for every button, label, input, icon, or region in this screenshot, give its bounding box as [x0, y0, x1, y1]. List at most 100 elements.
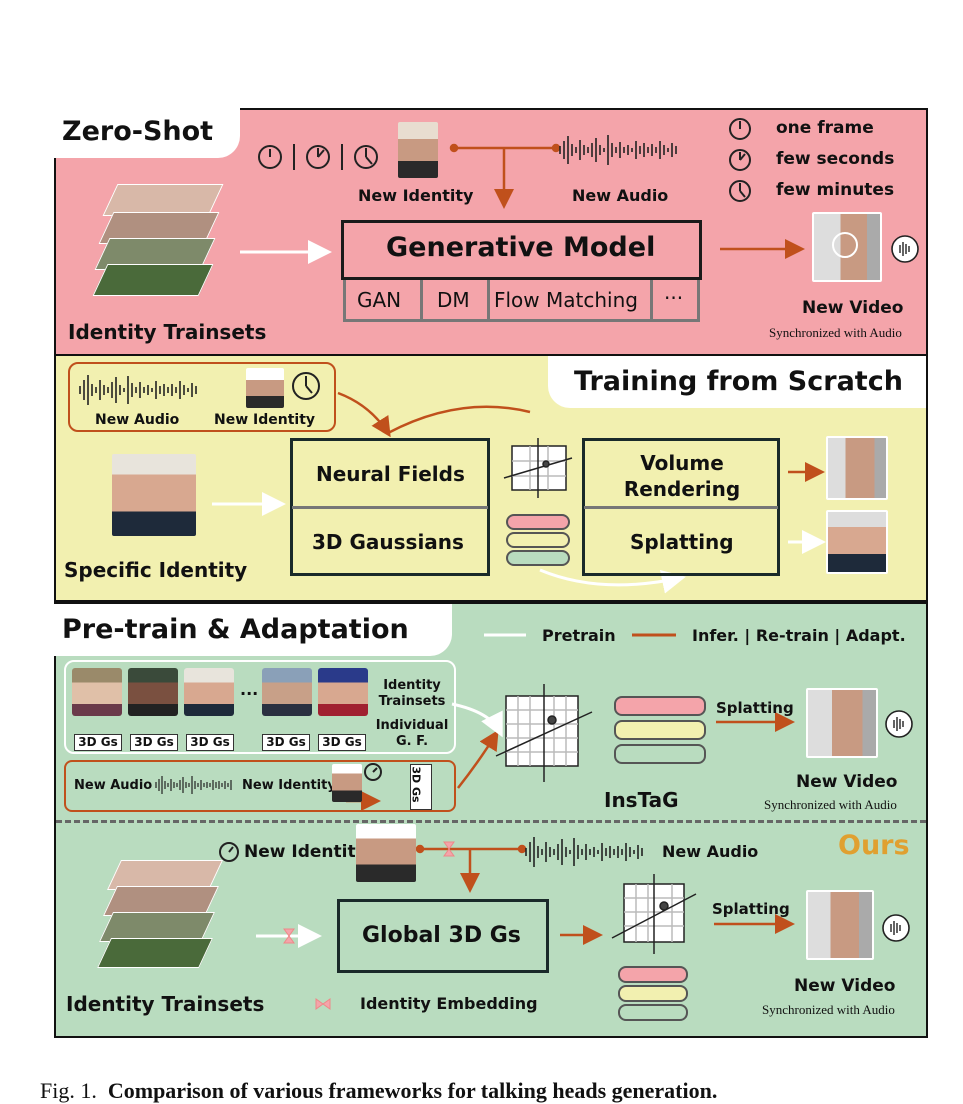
pretrain-tab	[54, 604, 452, 656]
pt-sync-label: Synchronized with Audio	[764, 797, 897, 812]
zs-new-audio-label: New Audio	[572, 186, 669, 205]
pt-gs-vertical: 3D Gs	[409, 766, 423, 803]
legend-pretrain: Pretrain	[542, 626, 616, 645]
pt-ellipsis: ···	[240, 684, 259, 703]
caption-text: Comparison of various frameworks for tal…	[107, 1078, 718, 1103]
bar-green-pt	[614, 744, 706, 764]
training-tab	[548, 356, 926, 408]
zero-shot-title: Zero-Shot	[62, 116, 214, 147]
gs-label-1: 3D Gs	[74, 734, 122, 751]
zs-identity-trainsets-label: Identity Trainsets	[68, 320, 267, 344]
zero-shot-tab	[54, 108, 240, 158]
legend-few-minutes: few minutes	[776, 180, 895, 200]
model-type-flow: Flow Matching	[494, 288, 638, 312]
zs-sync-label: Synchronized with Audio	[769, 325, 902, 340]
training-title: Training from Scratch	[574, 366, 903, 397]
identity-embedding-label: Identity Embedding	[360, 994, 538, 1013]
pt-new-video-label: New Video	[796, 772, 898, 792]
grid-icon-instag	[495, 684, 593, 782]
pt-thumb-1	[72, 668, 122, 716]
splatting-label-tr: Splatting	[630, 530, 734, 554]
gs-label-3: 3D Gs	[186, 734, 234, 751]
clock-icon	[219, 118, 751, 862]
ours-separator	[56, 820, 926, 823]
global-gs-box	[337, 899, 549, 973]
bar-pink-tr	[506, 514, 570, 530]
tr-output-2	[826, 510, 888, 574]
ours-splatting-label: Splatting	[712, 900, 790, 918]
bowtie-embedding-icon	[283, 841, 455, 1010]
instag-label: InsTaG	[604, 788, 679, 812]
identity-stack-ours	[97, 852, 230, 982]
neural-fields-label: Neural Fields	[316, 462, 465, 486]
trainsets-group	[64, 660, 456, 754]
pt-identity-trainsets: Identity Trainsets	[378, 678, 446, 709]
generative-model-label: Generative Model	[386, 232, 656, 263]
bar-pink-ours	[618, 966, 688, 983]
training-input-box	[68, 362, 336, 432]
gaussians-label: 3D Gaussians	[312, 530, 464, 554]
ours-identity-trainsets: Identity Trainsets	[66, 992, 265, 1016]
zs-connectors	[449, 143, 805, 259]
zs-new-identity-label: New Identity	[358, 186, 474, 205]
bar-yellow-pt	[614, 720, 706, 740]
speaker-icon	[882, 235, 919, 942]
play-icon	[832, 232, 858, 258]
caption-prefix: Fig. 1.	[40, 1078, 97, 1103]
bar-pink-pt	[614, 696, 706, 716]
legend-infer: Infer. | Re-train | Adapt.	[692, 626, 906, 645]
ours-new-identity-label: New Identity	[244, 842, 367, 862]
gs-label-4: 3D Gs	[262, 734, 310, 751]
ours-identity-face	[356, 824, 416, 882]
pt-thumb-2	[128, 668, 178, 716]
bar-yellow-tr	[506, 532, 570, 548]
new-identity-face	[398, 122, 438, 178]
gs-label-2: 3D Gs	[130, 734, 178, 751]
pt-thumb-3	[184, 668, 234, 716]
rendering-box	[582, 438, 780, 576]
model-types-row	[343, 280, 700, 322]
neural-fields-box	[290, 438, 490, 576]
grid-icon-ours	[611, 874, 697, 954]
model-type-gan: GAN	[357, 288, 402, 312]
pt-new-video-thumb	[806, 688, 878, 758]
specific-identity-label: Specific Identity	[64, 558, 248, 582]
grid-icon-training	[503, 438, 573, 498]
pt-input-box	[64, 760, 456, 812]
ours-new-audio-label: New Audio	[662, 842, 759, 861]
pt-splatting-label: Splatting	[716, 699, 794, 717]
pt-thumb-5	[318, 668, 368, 716]
caption: Fig. 1. Comparison of various frameworks…	[40, 1078, 717, 1104]
pt-new-audio-label: New Audio	[74, 778, 153, 793]
gs-label-5: 3D Gs	[318, 734, 366, 751]
specific-identity-face	[112, 454, 196, 536]
volume-rendering-label: Volume Rendering	[623, 451, 741, 501]
ours-new-video-thumb	[806, 890, 874, 960]
tr-new-identity-label: New Identity	[214, 412, 316, 428]
ours-sync-label: Synchronized with Audio	[762, 1002, 895, 1017]
model-type-more: ···	[664, 286, 684, 310]
generative-model-box	[341, 220, 702, 280]
bar-yellow-ours	[618, 985, 688, 1002]
tr-output-1	[826, 436, 888, 500]
pretrain-title: Pre-train & Adaptation	[62, 614, 409, 645]
pt-new-identity-label: New Identity	[242, 778, 336, 793]
pt-identity-face	[332, 764, 362, 802]
identity-stack-zs	[92, 172, 226, 312]
ours-title: Ours	[838, 830, 910, 861]
bar-green-tr	[506, 550, 570, 566]
legend-one-frame: one frame	[776, 118, 874, 138]
tr-identity-face	[246, 368, 284, 408]
zs-new-video-label: New Video	[802, 298, 904, 318]
legend-few-seconds: few seconds	[776, 149, 895, 169]
ours-new-video-label: New Video	[794, 976, 896, 996]
global-gs-label: Global 3D Gs	[362, 923, 521, 948]
tr-new-audio-label: New Audio	[95, 412, 180, 428]
audio-wave-icon	[79, 135, 677, 867]
bar-green-ours	[618, 1004, 688, 1021]
pt-thumb-4	[262, 668, 312, 716]
pt-gs-vertical-box	[410, 764, 432, 810]
pt-individual-gf: Individual G. F.	[375, 718, 449, 749]
model-type-dm: DM	[437, 288, 470, 312]
